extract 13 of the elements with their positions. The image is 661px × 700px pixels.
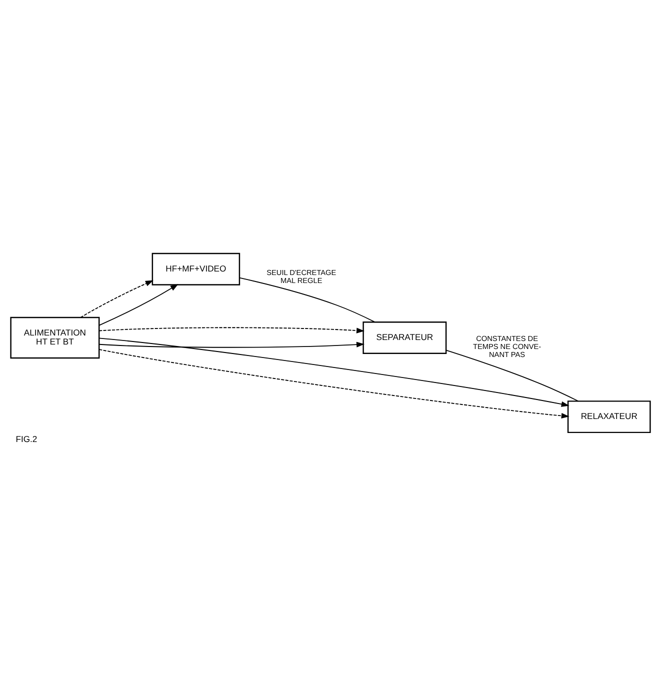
arrow	[98, 327, 364, 334]
arrow	[98, 342, 364, 348]
arrow	[80, 280, 154, 318]
node-box: RELAXATEUR	[567, 400, 651, 434]
node-box: SEPARATEUR	[362, 322, 447, 354]
node-box: HF+MF+VIDEO	[152, 252, 240, 286]
caption: FIG.2	[16, 434, 38, 444]
arrow	[98, 338, 570, 407]
connector	[239, 277, 376, 322]
arrow	[98, 284, 178, 326]
arrow	[98, 349, 570, 419]
node-box: ALIMENTATION HT ET BT	[10, 316, 100, 359]
connector	[446, 350, 579, 402]
